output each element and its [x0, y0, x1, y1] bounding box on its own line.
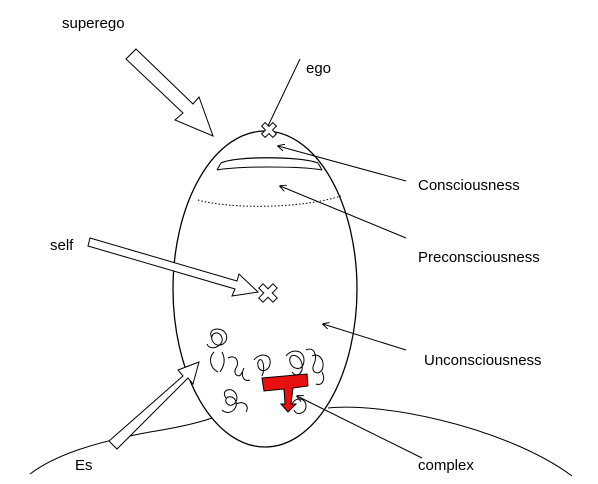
label-self: self: [50, 237, 74, 254]
complex-leader: [297, 396, 422, 458]
ego-leader: [268, 59, 300, 126]
label-ego: ego: [306, 60, 331, 77]
label-es: Es: [75, 457, 93, 474]
superego-arrow: [126, 49, 213, 136]
label-preconsciousness: Preconsciousness: [418, 249, 540, 266]
label-unconsciousness: Unconsciousness: [424, 352, 542, 369]
es-arrow: [109, 362, 199, 449]
label-consciousness: Consciousness: [418, 177, 520, 194]
label-complex: complex: [418, 457, 474, 474]
label-superego: superego: [62, 15, 125, 32]
body-outline: [30, 418, 212, 474]
